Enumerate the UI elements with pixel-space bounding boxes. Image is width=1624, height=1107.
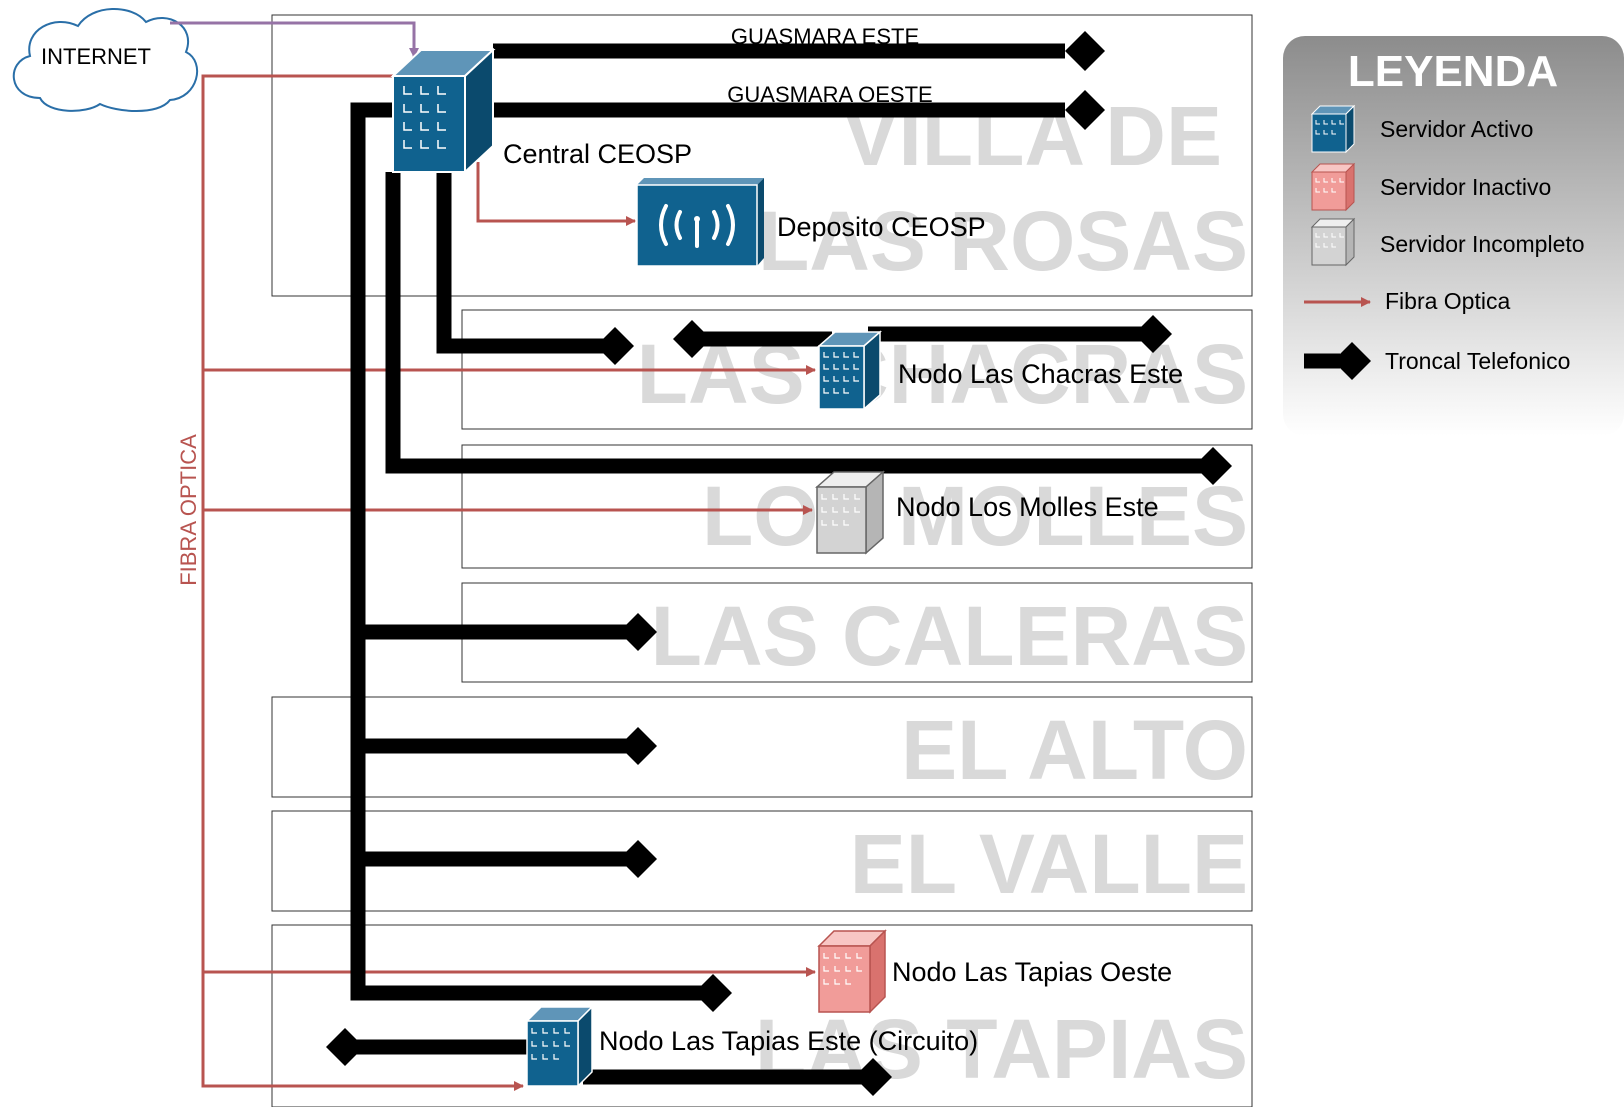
fiber-central-to-deposito <box>476 162 636 226</box>
zone-title-los-molles: LOS MOLLES <box>702 469 1248 563</box>
legend-label-fiber-optic: Fibra Optica <box>1385 288 1510 314</box>
trunk-end-caleras <box>619 613 657 651</box>
legend-incomplete-server-icon <box>1310 217 1356 267</box>
telephone-trunks <box>345 43 1210 1085</box>
zone-box-los-molles <box>461 444 1253 569</box>
guasmara-oeste-label: GUASMARA OESTE <box>727 82 932 107</box>
internet-cloud: INTERNET <box>12 8 199 112</box>
zone-boxes <box>271 14 1253 1107</box>
nodo-los-molles-este-server-icon[interactable] <box>815 470 885 555</box>
guasmara-este-label: GUASMARA ESTE <box>731 24 919 49</box>
deposito-ceosp-label: Deposito CEOSP <box>777 212 986 242</box>
nodo-las-tapias-oeste-label: Nodo Las Tapias Oeste <box>892 957 1172 987</box>
trunk-end-molles <box>1194 447 1232 485</box>
zone-titles: VILLA DE LAS ROSAS LAS CHACRAS LOS MOLLE… <box>637 89 1248 1096</box>
legend-label-telephone-trunk: Troncal Telefonico <box>1385 348 1570 374</box>
central-ceosp-label: Central CEOSP <box>503 139 692 169</box>
nodo-las-tapias-oeste-server-icon[interactable] <box>817 929 887 1014</box>
trunk-endpoints <box>326 31 1232 1096</box>
legend-label-inactive-server: Servidor Inactivo <box>1380 174 1551 200</box>
trunk-end-tapias-este-left <box>326 1028 364 1066</box>
legend-label-active-server: Servidor Activo <box>1380 116 1533 142</box>
legend-active-server-icon <box>1310 104 1356 154</box>
zone-box-el-alto <box>271 696 1253 798</box>
legend-inactive-server-icon <box>1310 162 1356 212</box>
trunk-end-el-valle <box>619 840 657 878</box>
legend-title: LEYENDA <box>1348 47 1558 96</box>
nodo-los-molles-este-label: Nodo Los Molles Este <box>896 492 1159 522</box>
trunk-end-tapias-este-right <box>854 1058 892 1096</box>
zone-title-las-rosas: LAS ROSAS <box>758 194 1248 288</box>
legend-telephone-trunk-icon <box>1304 342 1371 380</box>
trunk-end-guasmara-oeste <box>1065 90 1105 130</box>
zone-box-villa-de-las-rosas <box>271 14 1253 297</box>
nodo-las-tapias-este-server-icon[interactable] <box>525 1005 594 1088</box>
trunk-end-chacras-right <box>1134 315 1172 353</box>
trunk-end-guasmara-este <box>1065 31 1105 71</box>
trunk-end-chacras-left <box>673 320 711 358</box>
deposito-ceosp-access-point-icon[interactable] <box>636 178 764 267</box>
internet-link <box>170 21 419 58</box>
legend-label-incomplete-server: Servidor Incompleto <box>1380 231 1585 257</box>
trunk-end-tapias-main <box>694 974 732 1012</box>
trunk-end-el-alto <box>619 727 657 765</box>
legend-background <box>1283 36 1624 436</box>
zone-box-las-tapias <box>271 924 1253 1107</box>
zone-title-el-alto: EL ALTO <box>901 703 1248 797</box>
trunk-to-chacras-stub <box>436 172 612 354</box>
trunk-main-spine <box>350 102 705 1001</box>
zone-title-las-caleras: LAS CALERAS <box>651 589 1248 683</box>
trunk-to-molles <box>385 172 1210 474</box>
zone-box-el-valle <box>271 810 1253 912</box>
fiber-trunk-line <box>201 74 524 1091</box>
cloud-shape <box>12 8 199 112</box>
fiber-optic-lines <box>201 74 816 1091</box>
zone-title-el-valle: EL VALLE <box>850 817 1248 911</box>
nodo-las-chacras-este-label: Nodo Las Chacras Este <box>898 359 1183 389</box>
nodo-las-tapias-este-label: Nodo Las Tapias Este (Circuito) <box>599 1026 978 1056</box>
central-ceosp-server-icon[interactable] <box>390 47 496 175</box>
trunk-end-chacras-stub <box>596 327 634 365</box>
internet-label: INTERNET <box>41 44 151 69</box>
legend-panel: LEYENDA Servidor Activo Servidor Inactiv… <box>1283 36 1624 436</box>
fiber-optic-label: FIBRA OPTICA <box>176 434 201 586</box>
nodo-las-chacras-este-server-icon[interactable] <box>817 330 882 411</box>
